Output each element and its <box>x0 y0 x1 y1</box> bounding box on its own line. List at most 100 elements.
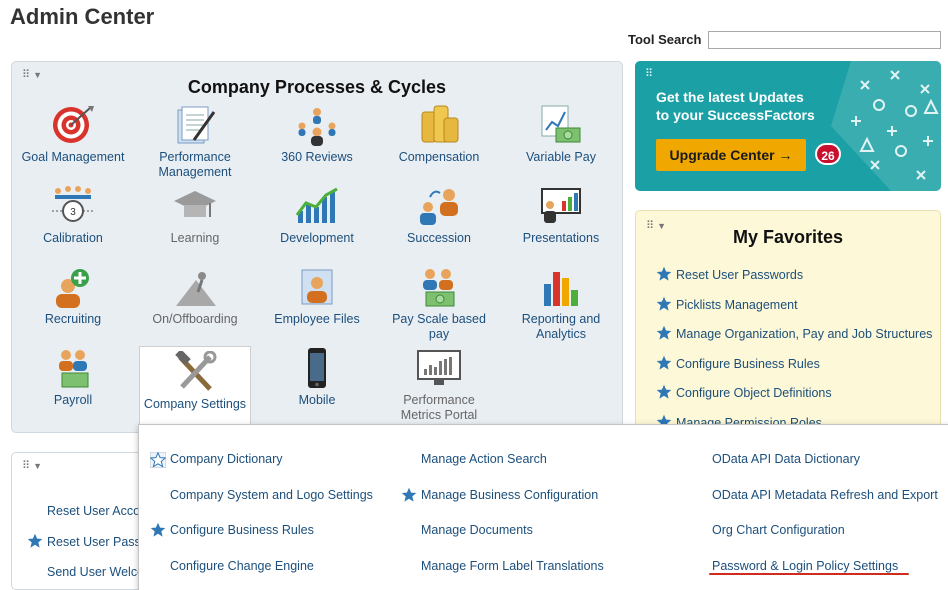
panel-drag-handle[interactable]: ⠿▼ <box>22 69 42 81</box>
tile-label: Payroll <box>53 393 93 407</box>
menu-item-odata-api-data-dictionary[interactable]: OData API Data Dictionary <box>712 452 860 466</box>
tool-search-label: Tool Search <box>628 32 702 47</box>
favorites-title: My Favorites <box>732 227 844 247</box>
star-outline-icon[interactable] <box>150 452 166 468</box>
tool-link[interactable]: Reset User Pass <box>27 533 141 549</box>
menu-item-configure-business-rules[interactable]: Configure Business Rules <box>170 523 314 537</box>
tile-label: Calibration <box>43 231 103 245</box>
tile-label: On/Offboarding <box>152 312 238 326</box>
panel-drag-handle[interactable]: ⠿ <box>645 68 653 80</box>
favorite-item[interactable]: Manage Organization, Pay and Job Structu… <box>656 325 932 343</box>
tile-learning[interactable]: Learning <box>139 185 251 246</box>
people-money-icon <box>423 269 455 307</box>
tile-360-reviews[interactable]: 360 Reviews <box>261 104 373 165</box>
payroll-icon <box>59 350 89 388</box>
tile-label: Company Settings <box>143 397 247 411</box>
tile-label: Compensation <box>398 150 480 164</box>
monitor-chart-icon <box>417 350 461 385</box>
tool-link[interactable]: Send User Welco <box>47 565 145 579</box>
panel-title: Company Processes & Cycles <box>187 77 447 97</box>
favorite-label: Reset User Passwords <box>676 268 804 282</box>
tile-development[interactable]: Development <box>261 185 373 246</box>
menu-item-company-system-logo-settings[interactable]: Company System and Logo Settings <box>170 488 373 502</box>
tile-label: 360 Reviews <box>281 150 353 164</box>
star-filled-icon[interactable] <box>150 522 166 538</box>
growth-chart-icon <box>295 187 338 223</box>
tile-payroll[interactable]: Payroll <box>17 347 129 408</box>
tile-label: Succession <box>407 231 471 245</box>
tile-calibration[interactable]: 3 Calibration <box>17 185 129 246</box>
graduation-cap-icon <box>174 191 216 217</box>
menu-item-company-dictionary[interactable]: Company Dictionary <box>170 452 283 466</box>
document-pen-icon <box>177 106 216 144</box>
tile-company-settings[interactable]: Company Settings <box>139 346 251 428</box>
upgrade-banner: ⠿ Get the latest Updates to your Success… <box>635 61 941 191</box>
panel-drag-handle[interactable]: ⠿▼ <box>22 460 42 472</box>
tile-mobile[interactable]: Mobile <box>261 347 373 408</box>
menu-item-configure-change-engine[interactable]: Configure Change Engine <box>170 559 314 573</box>
succession-icon <box>420 189 458 225</box>
star-filled-icon[interactable] <box>656 325 672 341</box>
menu-item-manage-action-search[interactable]: Manage Action Search <box>421 452 547 466</box>
bar-chart-icon <box>544 272 578 306</box>
star-filled-icon[interactable] <box>656 355 672 371</box>
climbing-person-icon <box>176 272 216 306</box>
star-filled-icon[interactable] <box>656 266 672 282</box>
tile-performance-management[interactable]: Performance Management <box>139 104 251 180</box>
panel-drag-handle[interactable]: ⠿▼ <box>646 220 666 232</box>
tile-label: Performance Management <box>158 150 232 179</box>
tile-label: Recruiting <box>44 312 102 326</box>
hammer-wrench-icon <box>175 351 217 391</box>
tool-link-label: Reset User Pass <box>47 535 141 549</box>
menu-item-odata-api-metadata-refresh[interactable]: OData API Metadata Refresh and Export <box>712 488 938 502</box>
tool-search-input[interactable] <box>708 31 941 49</box>
favorite-item[interactable]: Configure Object Definitions <box>656 384 832 402</box>
company-settings-menu: Company Dictionary Company System and Lo… <box>138 424 948 590</box>
menu-item-manage-business-configuration[interactable]: Manage Business Configuration <box>421 488 599 502</box>
tile-label: Performance Metrics Portal <box>400 393 478 422</box>
tile-label: Presentations <box>522 231 600 245</box>
favorite-label: Configure Business Rules <box>676 357 820 371</box>
favorite-item[interactable]: Picklists Management <box>656 296 798 314</box>
star-filled-icon[interactable] <box>656 384 672 400</box>
menu-item-manage-documents[interactable]: Manage Documents <box>421 523 533 537</box>
star-filled-icon[interactable] <box>401 487 417 503</box>
tools-panel: ⠿▼ Reset User Acco Reset User Pass Send … <box>11 452 151 590</box>
coins-icon <box>421 105 459 143</box>
favorite-item[interactable]: Reset User Passwords <box>656 266 803 284</box>
tile-label: Employee Files <box>274 312 360 326</box>
tile-succession[interactable]: Succession <box>383 185 495 246</box>
decorative-pattern-icon <box>831 61 941 191</box>
page-title: Admin Center <box>10 4 155 29</box>
tile-employee-files[interactable]: Employee Files <box>261 266 373 327</box>
tile-performance-metrics-portal[interactable]: Performance Metrics Portal <box>383 347 495 423</box>
tile-pay-scale-based-pay[interactable]: Pay Scale based pay <box>383 266 495 342</box>
person-file-icon <box>301 269 333 305</box>
upgrade-center-button[interactable]: Upgrade Center → <box>656 139 806 171</box>
upgrade-heading-line1: Get the latest Updates <box>656 89 804 105</box>
tile-label: Pay Scale based pay <box>392 312 486 341</box>
svg-text:3: 3 <box>70 207 76 218</box>
star-filled-icon[interactable] <box>27 533 43 549</box>
add-person-icon <box>56 269 89 308</box>
favorite-item[interactable]: Configure Business Rules <box>656 355 820 373</box>
tile-label: Variable Pay <box>526 150 596 164</box>
tile-compensation[interactable]: Compensation <box>383 104 495 165</box>
calibration-icon: 3 <box>52 186 94 222</box>
tool-link[interactable]: Reset User Acco <box>47 504 141 518</box>
tile-recruiting[interactable]: Recruiting <box>17 266 129 327</box>
menu-item-password-login-policy-settings[interactable]: Password & Login Policy Settings <box>712 559 899 573</box>
tile-reporting-and-analytics[interactable]: Reporting and Analytics <box>505 266 617 342</box>
star-filled-icon[interactable] <box>656 296 672 312</box>
tile-presentations[interactable]: Presentations <box>505 185 617 246</box>
tile-label: Reporting and Analytics <box>521 312 601 341</box>
upgrade-count-badge: 26 <box>815 143 841 165</box>
tile-variable-pay[interactable]: Variable Pay <box>505 104 617 165</box>
menu-item-manage-form-label-translations[interactable]: Manage Form Label Translations <box>421 559 604 573</box>
upgrade-heading: Get the latest Updates to your SuccessFa… <box>656 88 815 124</box>
tile-goal-management[interactable]: Goal Management <box>17 104 129 165</box>
people-circle-icon <box>298 108 336 146</box>
tile-on-offboarding[interactable]: On/Offboarding <box>139 266 251 327</box>
menu-item-org-chart-configuration[interactable]: Org Chart Configuration <box>712 523 845 537</box>
